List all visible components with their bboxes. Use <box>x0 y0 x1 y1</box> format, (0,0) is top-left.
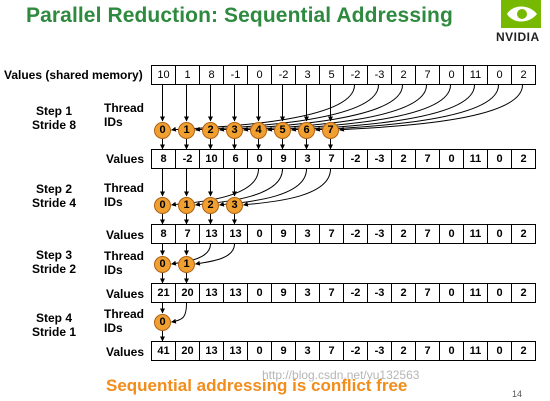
step-4-value-cell: 13 <box>199 341 224 361</box>
arrow-partner-1-7 <box>339 84 523 132</box>
initial-value-cell: -2 <box>343 65 368 85</box>
step-1-value-cell: -3 <box>367 149 392 169</box>
thread-id-badge: 2 <box>202 196 219 214</box>
thread-id-badge: 6 <box>298 121 315 139</box>
arrow-partner-2-2 <box>219 168 307 207</box>
step-1-value-cell: 0 <box>247 149 272 169</box>
step-2-value-cell: 2 <box>511 224 536 244</box>
watermark: http://blog.csdn.net/yu132563 <box>262 368 420 382</box>
step-4-value-cell: 2 <box>511 341 536 361</box>
thread-id-badge: 0 <box>154 313 171 331</box>
brand-name: NVIDIA <box>496 30 540 44</box>
nvidia-logo-icon <box>501 0 541 28</box>
step-2-title: Step 2 <box>35 182 72 196</box>
shared-memory-label: Values (shared memory) <box>4 68 143 82</box>
thread-ids-label-4: Thread IDs <box>104 307 145 335</box>
step-3-stride: Stride 2 <box>31 262 76 276</box>
thread-id-badge: 0 <box>154 196 171 214</box>
step-2-value-cell: 8 <box>151 224 176 244</box>
values-label-3: Values <box>106 287 145 301</box>
step-2-stride: Stride 4 <box>31 196 76 210</box>
step-2-value-cell: 0 <box>487 224 512 244</box>
arrow-partner-2-3 <box>243 168 331 207</box>
step-1-value-cell: 10 <box>199 149 224 169</box>
thread-ids-label-2: Thread IDs <box>104 181 145 209</box>
arrow-partner-1-5 <box>291 84 475 132</box>
values-label-2: Values <box>106 228 145 242</box>
thread-id-badge: 3 <box>226 121 243 139</box>
step-1-label: Step 1 Stride 8 <box>24 104 84 132</box>
step-1-value-cell: 0 <box>439 149 464 169</box>
step-3-value-cell: 21 <box>151 283 176 303</box>
step-2-value-cell: 13 <box>223 224 248 244</box>
thread-ids-label-1: Thread IDs <box>104 101 145 129</box>
step-2-value-cell: 7 <box>175 224 200 244</box>
slide-title: Parallel Reduction: Sequential Addressin… <box>26 4 453 27</box>
thread-id-badge: 2 <box>202 121 219 139</box>
thread-ids-label-3: Thread IDs <box>104 249 145 277</box>
step-3-value-cell: 11 <box>463 283 488 303</box>
thread-id-badge: 1 <box>178 121 195 139</box>
arrow-partner-3-0 <box>171 243 211 266</box>
step-2-value-cell: 0 <box>247 224 272 244</box>
arrow-partner-3-1 <box>195 243 235 266</box>
step-4-value-cell: -2 <box>343 341 368 361</box>
step-4-stride: Stride 1 <box>31 325 76 339</box>
arrow-partner-1-6 <box>315 84 499 132</box>
step-1-value-cell: 2 <box>511 149 536 169</box>
step-3-value-cell: 20 <box>175 283 200 303</box>
thread-id-badge: 5 <box>274 121 291 139</box>
thread-id-badge: 3 <box>226 196 243 214</box>
values-label-4: Values <box>106 345 145 359</box>
thread-id-badge: 0 <box>154 121 171 139</box>
thread-id-badge: 1 <box>178 196 195 214</box>
arrow-partner-4-0 <box>171 302 187 324</box>
step-3-value-cell: 2 <box>391 283 416 303</box>
arrow-partner-2-1 <box>195 168 283 207</box>
step-4-value-cell: 20 <box>175 341 200 361</box>
arrow-partner-2-0 <box>171 168 259 207</box>
values-label-1: Values <box>106 152 145 166</box>
step-2-label: Step 2 Stride 4 <box>24 182 84 210</box>
step-3-value-cell: 2 <box>511 283 536 303</box>
thread-id-badge: 4 <box>250 121 267 139</box>
step-2-value-cell: 9 <box>271 224 296 244</box>
initial-value-cell: 2 <box>511 65 536 85</box>
footer-caption: Sequential addressing is conflict free <box>106 376 408 395</box>
step-1-title: Step 1 <box>35 104 72 118</box>
step-3-label: Step 3 Stride 2 <box>24 248 84 276</box>
step-1-stride: Stride 8 <box>31 118 76 132</box>
step-3-title: Step 3 <box>35 248 72 262</box>
thread-id-badge: 0 <box>154 255 171 273</box>
initial-value-cell: 7 <box>415 65 440 85</box>
page-number: 14 <box>512 389 523 399</box>
thread-id-badge: 1 <box>178 255 195 273</box>
step-4-title: Step 4 <box>35 311 72 325</box>
step-4-label: Step 4 Stride 1 <box>24 311 84 339</box>
thread-id-badge: 7 <box>322 121 339 139</box>
step-1-value-cell: 2 <box>391 149 416 169</box>
